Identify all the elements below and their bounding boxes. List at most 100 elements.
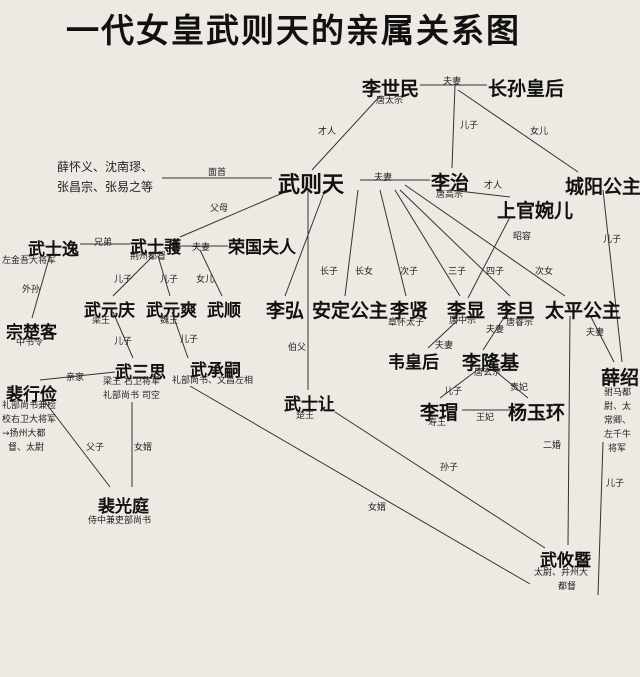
node-wu-youji: 武攸暨 (540, 551, 591, 571)
node-taiping: 太平公主 (545, 300, 622, 322)
node-pei-xingjian-note3: →扬州大都 (2, 429, 46, 439)
edge-label: 伯父 (288, 343, 307, 353)
edge-label: 次女 (535, 267, 554, 277)
node-wu-chengsi: 武承嗣 (190, 361, 241, 381)
node-wu-shirang: 武士让 (284, 395, 335, 415)
node-wu-yuanshuang-note: 魏王 (160, 316, 179, 326)
node-wu-yuanqing: 武元庆 (84, 301, 135, 321)
node-pei-xingjian-note4: 督、太尉 (8, 443, 45, 453)
edge-lixian-weihou (427, 319, 459, 349)
edge-yuanshuang-chengsi (171, 311, 189, 359)
edge-taiping-youji (567, 315, 571, 546)
edge-label: 女婿 (368, 503, 387, 513)
edge-wuzetian-lidan (399, 189, 511, 297)
edge-label: 夫妻 (435, 341, 454, 351)
node-wu-youji-note2: 都督 (558, 582, 577, 592)
edge-shimin-chengyang (457, 89, 579, 173)
node-pei-guangting: 裴光庭 (98, 497, 149, 517)
node-li-mao: 李瑁 (420, 402, 459, 424)
node-xue-shao: 薛绍 (601, 367, 640, 389)
node-wu-chengsi-note: 礼部尚书、文昌左相 (172, 376, 254, 386)
edge-chengsi-youji (189, 385, 531, 585)
edge-label: 才人 (318, 127, 337, 137)
edge-label: 贵妃 (510, 383, 529, 393)
node-wei-hou: 韦皇后 (388, 353, 439, 373)
edge-label: 儿子 (606, 479, 625, 489)
node-li-xian-zhanghuai-note: 章怀太子 (388, 318, 425, 328)
node-shangguan: 上官婉儿 (497, 200, 574, 222)
node-zong-chuke-note: 中书令 (16, 338, 44, 348)
edge-label: 父母 (210, 204, 229, 214)
node-xue-shao-note2: 尉、太 (604, 402, 632, 412)
node-pei-xingjian-note2: 校右卫大将军 (2, 415, 57, 425)
node-lovers-line1: 薛怀义、沈南璆、 (57, 160, 154, 174)
edge-label: 父子 (86, 443, 105, 453)
node-li-xian-zhanghuai: 李贤 (390, 300, 429, 322)
edge-lizhi-shangguan (449, 189, 511, 198)
node-li-zhi: 李治 (431, 172, 470, 194)
edge-label: 外孙 (22, 285, 41, 295)
edge-taiping-xueshao (589, 314, 615, 363)
edge-sansi-peixingjian (39, 371, 116, 381)
node-pei-xingjian-note1: 礼部尚书兼检 (2, 401, 57, 411)
edge-longji-limao (439, 367, 481, 399)
node-wu-zetian: 武则天 (278, 173, 345, 198)
node-xue-shao-note3: 常卿、 (604, 416, 632, 426)
node-li-shimin: 李世民 (362, 78, 420, 100)
node-chengyang: 城阳公主 (565, 176, 640, 198)
node-zhangsun: 长孙皇后 (488, 78, 565, 100)
edge-peixingjian-peiguangting (44, 401, 111, 488)
edge-label: 儿子 (460, 121, 479, 131)
node-li-shimin-note: 唐太宗 (376, 96, 404, 106)
node-li-zhi-note: 唐高宗 (436, 190, 464, 200)
node-wu-yuanqing-note: 梁王 (92, 316, 111, 326)
edge-chengyang-xueshao (602, 189, 623, 363)
edge-label: 长子 (320, 267, 339, 277)
node-wu-sansi-note2: 礼部尚书 司空 (103, 391, 160, 401)
node-wu-shun: 武顺 (207, 301, 241, 321)
edge-label: 长女 (355, 267, 374, 277)
edge-label: 夫妻 (192, 243, 211, 253)
edge-label: 夫妻 (486, 325, 505, 335)
node-pei-guangting-note: 侍中兼吏部尚书 (88, 516, 152, 526)
edge-yuanqing-sansi (112, 311, 134, 359)
edge-wushirang-youji (334, 411, 546, 549)
edge-label: 儿子 (114, 337, 133, 347)
edge-label: 儿子 (603, 235, 622, 245)
edge-label: 夫妻 (443, 77, 462, 87)
node-wu-yuanshuang: 武元爽 (146, 301, 197, 321)
edge-label: 孙子 (440, 463, 459, 473)
node-yang-yuhuan: 杨玉环 (508, 402, 566, 424)
edge-label: 三子 (448, 267, 467, 277)
edge-shihuo-wushun (199, 249, 223, 297)
node-rongguo: 荣国夫人 (228, 238, 296, 258)
edge-label: 女儿 (530, 127, 549, 137)
edge-wuzetian-taiping (404, 184, 566, 297)
edge-shihuo-yuanqing (112, 255, 154, 297)
node-wu-sansi: 武三思 (115, 363, 166, 383)
node-lovers-line2: 张昌宗、张易之等 (57, 180, 154, 194)
edge-shimin-lizhi (451, 84, 456, 169)
node-xue-shao-note1: 驸马都 (604, 388, 632, 398)
node-wu-youji-note1: 太尉、并州大 (534, 568, 589, 578)
edge-shihuo-yuanshuang (157, 255, 171, 297)
edge-shiyi-zongchuke (31, 254, 51, 319)
edge-label: 才人 (484, 181, 503, 191)
node-li-longji: 李隆基 (462, 352, 520, 374)
node-zong-chuke: 宗楚客 (6, 323, 57, 343)
edge-label: 面首 (208, 168, 227, 178)
edge-label: 夫妻 (374, 173, 393, 183)
edge-longji-yangyuhuan (493, 369, 529, 399)
page-title: 一代女皇武则天的亲属关系图 (66, 11, 521, 50)
node-anding: 安定公主 (312, 300, 389, 322)
edge-lidan-longji (482, 315, 506, 351)
edge-label: 儿子 (114, 275, 133, 285)
node-wu-shihuo-note: 荆州都督 (130, 252, 167, 262)
node-li-xian-note: 唐中宗 (449, 316, 477, 326)
node-xue-shao-note5: 将军 (608, 444, 627, 454)
edge-label: 四子 (486, 267, 505, 277)
node-wu-shihuo: 武士彟 (130, 238, 181, 258)
edge-label: 昭容 (513, 232, 532, 242)
node-li-mao-note: 寿王 (428, 418, 447, 428)
